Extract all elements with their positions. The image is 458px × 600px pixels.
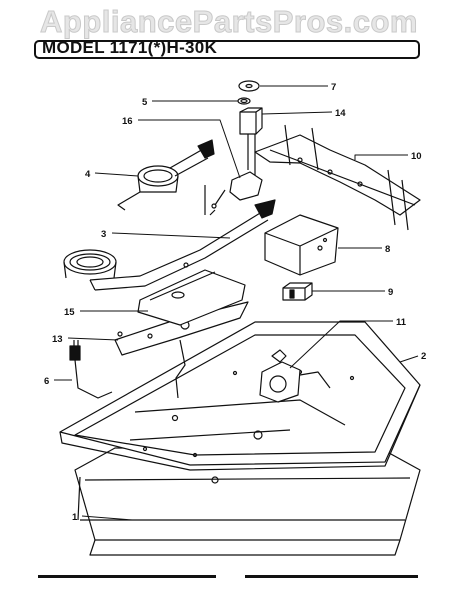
leader-10 — [354, 154, 408, 160]
manifold-part — [254, 124, 421, 231]
valve-orifice-part — [117, 171, 328, 337]
callout-13: 13 — [52, 334, 63, 345]
valve-body-part — [239, 107, 263, 175]
cap-part — [238, 80, 260, 92]
leader-14 — [261, 111, 333, 115]
leader-1 — [81, 515, 133, 521]
callout-9: 9 — [388, 287, 393, 298]
callout-15: 15 — [64, 307, 75, 318]
callout-14: 14 — [335, 108, 346, 119]
leader-2 — [399, 355, 419, 363]
footer-rule-left — [38, 575, 216, 578]
small-burner-part — [117, 139, 215, 211]
page-title: MODEL 1171(*)H-30K — [42, 38, 218, 57]
regulator-part — [259, 349, 331, 403]
valve-cover-part — [264, 214, 339, 276]
callout-16: 16 — [122, 116, 133, 127]
footer-rule-right — [245, 575, 418, 578]
watermark: AppliancePartsPros.com — [40, 4, 418, 40]
leader-16 — [138, 119, 241, 179]
callout-2: 2 — [421, 351, 426, 362]
callout-8: 8 — [385, 244, 390, 255]
callout-6: 6 — [44, 376, 49, 387]
grommet-part — [237, 97, 251, 105]
burner-assembly-part — [63, 199, 276, 291]
callout-11: 11 — [396, 317, 407, 328]
leader-3 — [111, 232, 231, 239]
leader-11 — [289, 320, 393, 369]
fitting-part — [282, 282, 313, 301]
burner-box-part — [59, 321, 421, 484]
callout-3: 3 — [101, 229, 106, 240]
leader-4 — [94, 172, 139, 177]
callout-7: 7 — [331, 82, 336, 93]
callout-1: 1 — [72, 512, 78, 523]
title-frame — [34, 40, 420, 59]
base-pan-part — [74, 447, 421, 556]
power-cord-part — [69, 340, 113, 399]
burner-bracket-part — [137, 269, 246, 326]
callout-10: 10 — [411, 151, 422, 162]
callout-5: 5 — [142, 97, 148, 108]
callout-4: 4 — [85, 169, 91, 180]
leader-13 — [67, 337, 119, 341]
